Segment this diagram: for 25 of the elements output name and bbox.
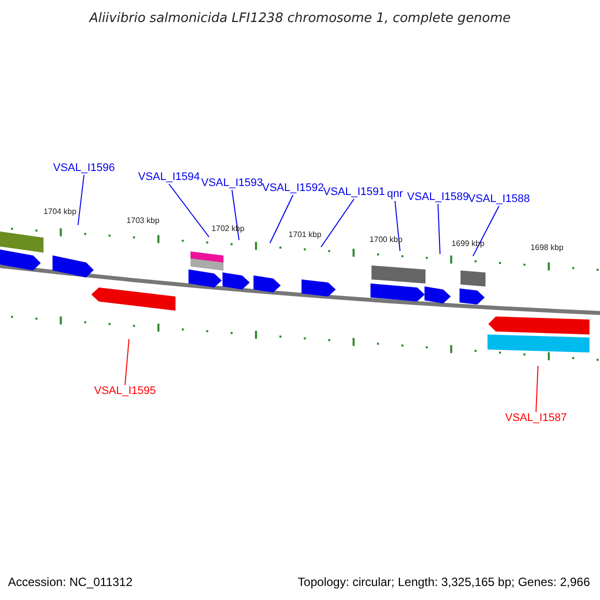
leader-line: [270, 194, 294, 244]
map-title: Aliivibrio salmonicida LFI1238 chromosome 1, complete genome: [89, 12, 511, 25]
leader-line: [78, 174, 84, 226]
gene-label: VSAL_I1592: [262, 183, 324, 194]
gene-label: VSAL_I1588: [468, 194, 530, 205]
leader-line: [320, 198, 354, 248]
leader-line: [394, 200, 400, 252]
leader-line: [168, 184, 210, 238]
leader-line: [472, 206, 500, 256]
genome-summary-text: Topology: circular; Length: 3,325,165 bp; Genes: 2,966: [298, 576, 590, 588]
gene-label: VSAL_I1589: [407, 192, 469, 203]
gene-label: VSAL_I1591: [323, 187, 385, 198]
gene-label: VSAL_I1587: [505, 413, 567, 424]
gene-label: VSAL_I1593: [201, 178, 263, 189]
gene-label: VSAL_I1594: [138, 172, 200, 183]
gene-label: VSAL_I1596: [53, 163, 115, 174]
scale-label: 1701 kbp: [288, 231, 322, 239]
accession-text: Accession: NC_011312: [8, 576, 133, 588]
gene-label: VSAL_I1595: [94, 386, 156, 397]
gene-label: qnr: [387, 189, 403, 200]
scale-label: 1704 kbp: [44, 208, 76, 216]
leader-line: [536, 366, 538, 412]
leader-line: [124, 338, 130, 386]
leader-line: [438, 204, 440, 254]
scale-label: 1698 kbp: [530, 244, 564, 252]
